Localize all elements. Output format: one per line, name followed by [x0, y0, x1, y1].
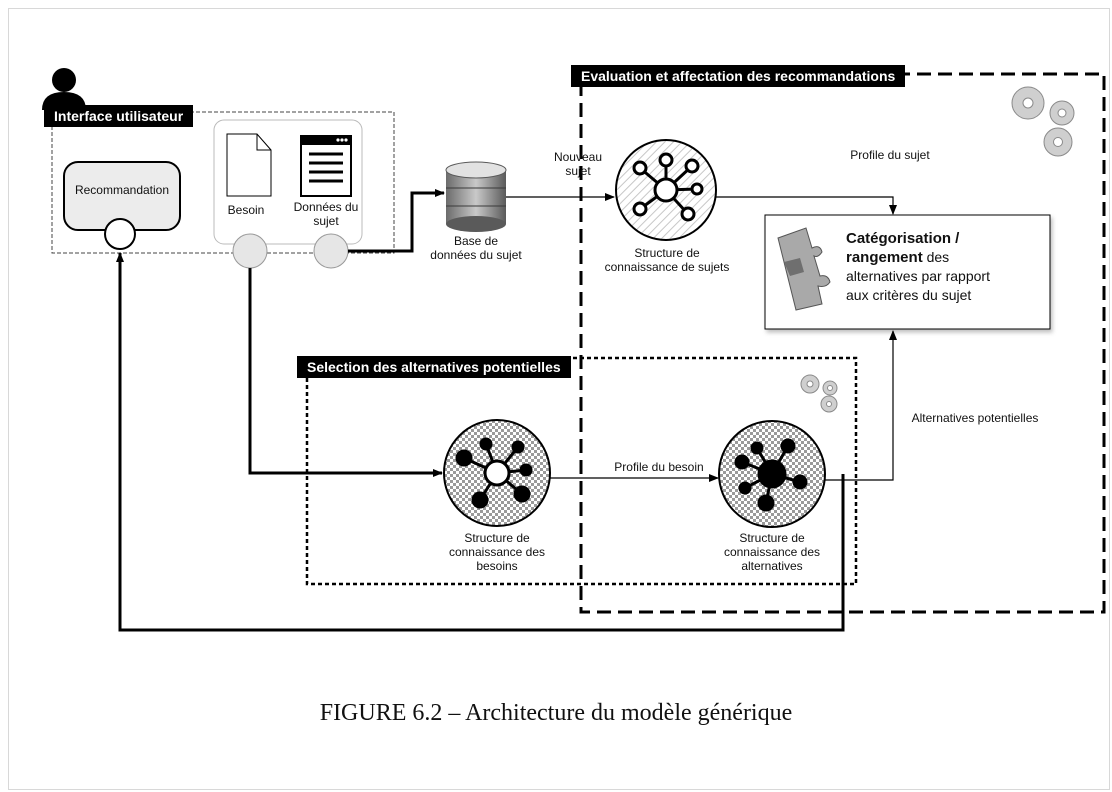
ks-besoins-line3: besoins: [476, 559, 518, 573]
profile-sujet-label: Profile du sujet: [850, 148, 930, 162]
edge-feedback: [116, 252, 845, 632]
profile-besoin-label: Profile du besoin: [614, 460, 704, 474]
gears-small-icon: [800, 374, 838, 413]
donnees-label-line1: Données du: [293, 200, 359, 214]
figure-caption: FIGURE 6.2 – Architecture du modèle géné…: [319, 700, 793, 726]
page-border: [8, 8, 1110, 790]
categorisation-title-bold: rangement: [846, 249, 923, 266]
ks-besoins-label: Structure de connaissance des besoins: [437, 531, 557, 573]
ks-besoins-line1: Structure de: [464, 531, 530, 545]
edge-donnees-base: [348, 189, 445, 253]
ui-group: [51, 111, 395, 254]
ks-alt-line1: Structure de: [739, 531, 805, 545]
ks-sujets-line2: connaissance de sujets: [604, 260, 730, 274]
selection-group-tag: Selection des alternatives potentielles: [297, 356, 571, 378]
categorisation-title-line1: Catégorisation /: [846, 230, 960, 247]
ks-sujets-label: Structure de connaissance de sujets: [600, 246, 734, 274]
ks-sujets-line1: Structure de: [634, 246, 700, 260]
ks-alt-line2: connaissance des: [723, 545, 821, 559]
ks-besoins-line2: connaissance des: [448, 545, 546, 559]
puzzle-icon: [777, 227, 831, 311]
donnees-label-line2: sujet: [313, 214, 339, 228]
donnees-port: [313, 233, 349, 269]
categorisation-title-line2: rangement des: [846, 248, 1046, 267]
network-icon-besoins: [443, 419, 551, 527]
edge-alternatives: [825, 330, 897, 481]
network-icon-sujets: [615, 139, 717, 241]
categorisation-body-line2: aux critères du sujet: [846, 287, 972, 303]
evaluation-group-tag: Evaluation et affectation des recommanda…: [571, 65, 906, 87]
alternatives-potentielles-label: Alternatives potentielles: [911, 411, 1039, 425]
base-label-line2: données du sujet: [430, 248, 522, 262]
nouveau-sujet-line2: sujet: [565, 164, 591, 178]
ks-alt-line3: alternatives: [741, 559, 803, 573]
recommandation-label: Recommandation: [74, 183, 170, 197]
edge-besoin-ks: [248, 268, 443, 477]
document-icon: [226, 133, 272, 197]
base-label-line1: Base de: [453, 234, 499, 248]
user-icon: [42, 68, 86, 110]
besoin-port: [232, 233, 268, 269]
besoin-label: Besoin: [227, 203, 265, 217]
categorisation-title-rest: des: [922, 249, 950, 265]
edge-profile-sujet: [716, 196, 897, 215]
window-list-icon: [300, 135, 352, 197]
selection-group: [305, 356, 858, 586]
database-icon: [445, 161, 507, 232]
categorisation-body-line1: alternatives par rapport: [846, 268, 990, 284]
ui-group-tag: Interface utilisateur: [44, 105, 194, 127]
nouveau-sujet-label: Nouveau sujet: [548, 150, 608, 178]
donnees-label: Données du sujet: [288, 200, 364, 228]
nouveau-sujet-line1: Nouveau: [553, 150, 603, 164]
categorisation-text: Catégorisation / rangement des alternati…: [846, 229, 1046, 305]
base-label: Base de données du sujet: [416, 234, 536, 262]
recommandation-port: [104, 218, 136, 250]
gears-icon: [1011, 86, 1075, 157]
network-icon-alternatives: [718, 420, 826, 528]
ks-alternatives-label: Structure de connaissance des alternativ…: [712, 531, 832, 573]
